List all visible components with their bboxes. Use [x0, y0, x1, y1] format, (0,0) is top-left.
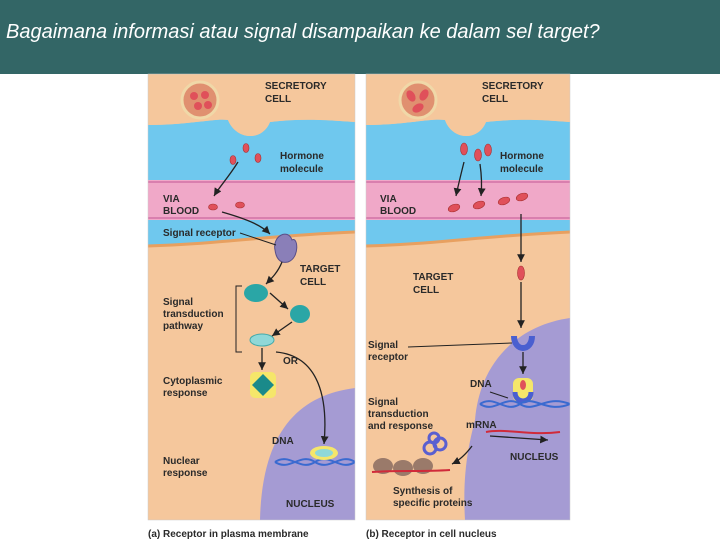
panel-a-relay-3 [249, 333, 275, 347]
slide-title: Bagaimana informasi atau signal disampai… [6, 21, 600, 43]
panel-a-blood-vessel [148, 180, 355, 220]
panel-a-cytoplasmic-molecule [252, 374, 274, 396]
panel-b-nucleus-label: NUCLEUS [510, 452, 559, 463]
panel-a-relay-1 [244, 284, 268, 302]
panel-b-caption: (b) Receptor in cell nucleus [366, 529, 497, 540]
panel-b-signal-receptor [511, 335, 535, 351]
panel-b-blood-vessel [366, 180, 570, 220]
panel-a-hormones [208, 143, 262, 211]
panel-a-or-label: OR [283, 356, 299, 367]
panel-b-nucleus [464, 318, 570, 520]
panel-a-relay-2 [290, 305, 310, 323]
panel-b-vesicle [398, 80, 438, 120]
panel-a-nucleus-label: NUCLEUS [286, 499, 335, 510]
panel-b-arrows [451, 161, 549, 465]
panel-a-signal-receptor-label: Signal receptor [163, 228, 236, 239]
panel-b-protein [422, 431, 448, 456]
panel-a [148, 74, 355, 520]
panel-a-nucleus [260, 388, 355, 520]
panel-b-hormones [447, 142, 529, 281]
panel-b [366, 74, 570, 520]
panel-a-dna-label: DNA [272, 436, 294, 447]
title-bar: Bagaimana informasi atau signal disampai… [0, 0, 720, 74]
panel-a-caption: (a) Receptor in plasma membrane [148, 529, 309, 540]
panel-a-signal-receptor [274, 233, 298, 263]
panel-b-mrna [485, 429, 561, 435]
panel-a-arrows [213, 161, 329, 445]
panel-b-dna-label: DNA [470, 379, 492, 390]
panel-a-vesicle [180, 80, 220, 120]
panel-b-mrna-label: mRNA [466, 420, 497, 431]
panel-b-ribosomes [373, 458, 433, 476]
